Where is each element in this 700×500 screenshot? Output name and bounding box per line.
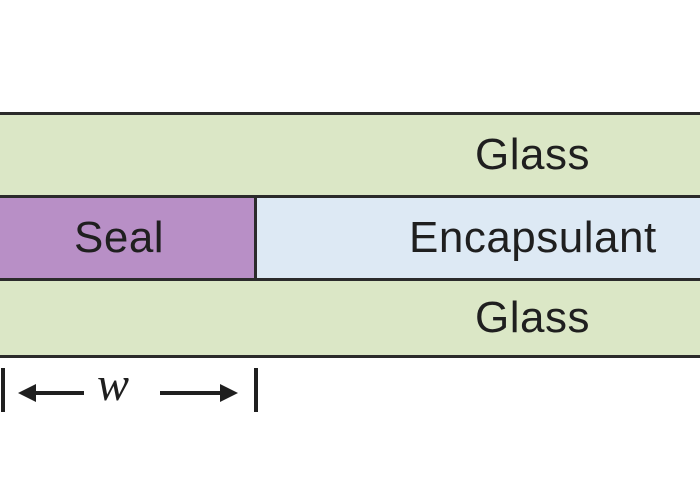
encapsulant-label: Encapsulant: [409, 213, 657, 262]
width-variable-label: w: [97, 358, 130, 411]
glass-layer-top: Glass: [0, 112, 700, 198]
glass-top-label: Glass: [475, 130, 590, 179]
glass-bottom-label: Glass: [475, 293, 590, 342]
seal-width-dimension: w: [0, 360, 290, 430]
middle-layer-row: Seal Encapsulant: [0, 195, 700, 281]
dimension-arrows-graphic: [1, 368, 258, 412]
left-arrow-head: [18, 384, 36, 402]
right-arrow-head: [220, 384, 238, 402]
seal-label: Seal: [74, 213, 165, 262]
seal-layer: Seal: [0, 195, 257, 281]
glass-layer-bottom: Glass: [0, 278, 700, 358]
encapsulant-layer: Encapsulant: [254, 195, 700, 281]
